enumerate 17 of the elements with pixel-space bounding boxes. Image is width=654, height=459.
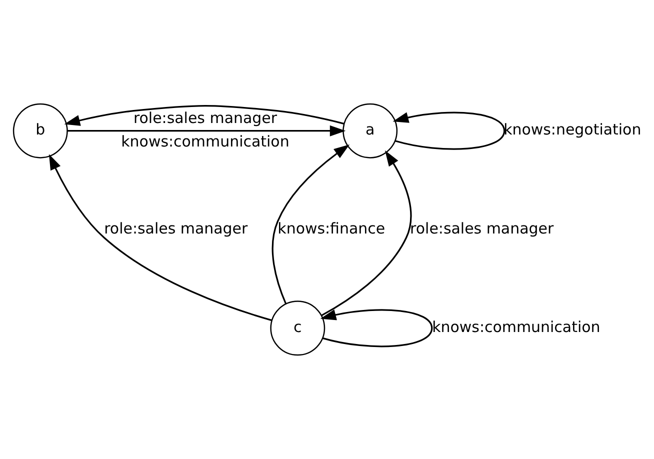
node-circle: a [342, 103, 398, 158]
edge-label: knows:communication [432, 318, 600, 336]
edge-label: role:sales manager [104, 219, 248, 238]
arrow [321, 150, 412, 316]
arrow [67, 125, 346, 136]
edge-label: knows:communication [121, 132, 290, 151]
arrow [320, 309, 433, 348]
arrow [272, 144, 350, 304]
node-circle: b [12, 103, 68, 158]
edge-label: knows:finance [278, 219, 386, 238]
arrow [48, 154, 272, 322]
arrow [64, 105, 344, 126]
edge-label: role:sales manager [133, 108, 278, 127]
arrow [392, 112, 506, 150]
node-circle: c [270, 300, 326, 356]
edge-label: role:sales manager [410, 219, 554, 238]
edge-label: knows:negotiation [504, 120, 642, 139]
